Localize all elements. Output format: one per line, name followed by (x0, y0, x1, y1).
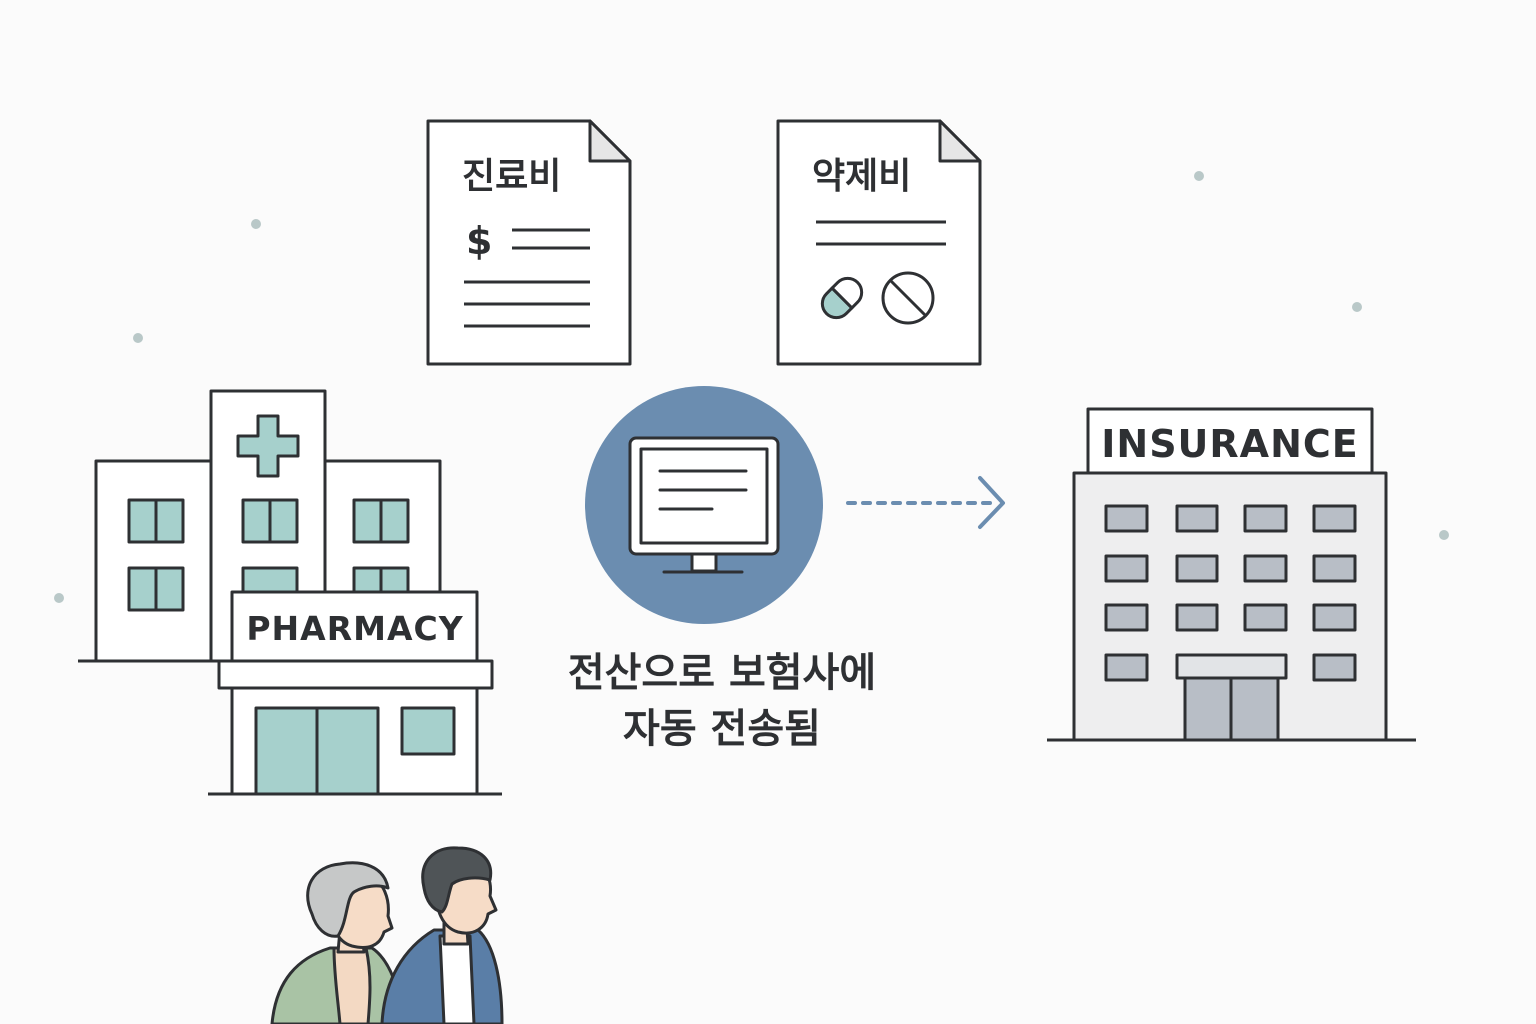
inner-shirt (332, 946, 372, 1024)
dotted-arrow-icon (846, 476, 1005, 529)
caption-line-1: 전산으로 보험사에 (568, 650, 876, 696)
tablet-icon (881, 271, 935, 325)
dollar-sign-icon: $ (466, 219, 492, 263)
drug-fee-title: 약제비 (812, 156, 911, 197)
document-fold (938, 119, 982, 163)
capsule-icon (820, 276, 864, 320)
drug-fee-document (776, 119, 982, 366)
window (1104, 653, 1149, 682)
hair (421, 846, 493, 914)
document-fold (588, 119, 632, 163)
window (1243, 504, 1288, 533)
medical-cross-icon (236, 414, 300, 478)
window (1104, 554, 1149, 583)
pharmacy-awning (217, 659, 494, 690)
medical-fee-document (426, 119, 632, 366)
insurance-windows (1104, 504, 1357, 682)
window (1243, 554, 1288, 583)
window (1243, 603, 1288, 632)
decor-dot (251, 219, 261, 229)
pharmacy-window (400, 706, 456, 756)
pharmacy-building (208, 590, 502, 796)
medical-fee-title: 진료비 (462, 156, 561, 197)
window (1312, 653, 1357, 682)
decor-dot (54, 593, 64, 603)
pharmacy-sign-board (230, 590, 479, 664)
window (1175, 554, 1219, 583)
insurance-building (1047, 407, 1416, 742)
hospital-left-wing (94, 459, 214, 663)
insurance-sign: INSURANCE (1101, 422, 1358, 466)
decor-dot (133, 333, 143, 343)
decor-dot (1194, 171, 1204, 181)
elderly-woman-figure (270, 861, 406, 1024)
window (1312, 603, 1357, 632)
window (1104, 504, 1149, 533)
hair (306, 861, 390, 938)
window (1312, 554, 1357, 583)
window (1175, 603, 1219, 632)
decor-dot (1352, 302, 1362, 312)
insurance-entrance-canopy (1175, 653, 1288, 680)
window (1175, 504, 1219, 533)
window (1104, 603, 1149, 632)
pharmacy-sign: PHARMACY (246, 609, 463, 648)
background-dots (54, 171, 1449, 603)
monitor-icon (628, 436, 780, 574)
young-man-figure (380, 846, 504, 1024)
t-shirt (438, 934, 476, 1024)
caption-line-2: 자동 전송됨 (623, 706, 821, 752)
window (1312, 504, 1357, 533)
decor-dot (1439, 530, 1449, 540)
